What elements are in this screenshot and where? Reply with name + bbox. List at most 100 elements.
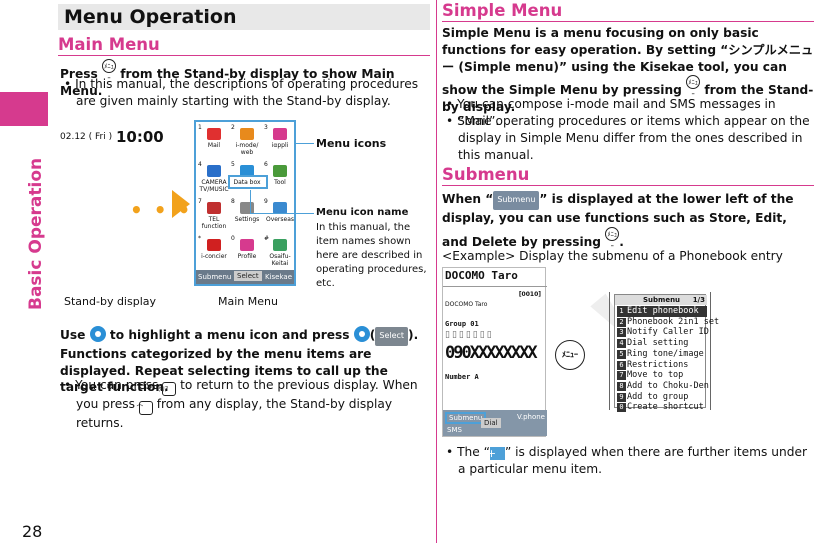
page-number: 28 — [22, 522, 43, 541]
submenu-para: When “Submenu” is displayed at the lower… — [442, 191, 794, 250]
phonebook-screen: DOCOMO Taro [0010] DOCOMO Taro Group 01 … — [442, 267, 547, 437]
clear-key-bullet: • You can press ｸﾘｱ to return to the pre… — [64, 378, 418, 430]
contact-name: DOCOMO Taro — [445, 269, 518, 282]
tile-number: 8 — [231, 198, 235, 205]
tile-label: iαppli — [271, 142, 289, 149]
label-menu-icon-name: Menu icon name — [316, 207, 409, 218]
record-number: [0010] — [518, 291, 541, 298]
softkey-kisekae: Kisekae — [264, 273, 292, 281]
standby-display: 02.12 ( Fri ) 10:00 — [60, 122, 164, 292]
tile-icon — [207, 202, 221, 214]
submenu-item-number: 7 — [617, 371, 626, 381]
standby-date: 02.12 ( Fri ) — [60, 132, 113, 142]
select-chip: Select — [375, 327, 409, 346]
tile-number: 2 — [231, 124, 235, 131]
simple-menu-para: Simple Menu is a menu focusing on only b… — [442, 26, 814, 115]
tile-number: # — [264, 235, 270, 242]
label-menu-icon-name-desc: In this manual, the item names shown her… — [316, 222, 427, 289]
contact-group: Group 01 — [445, 320, 479, 328]
tile-icon — [240, 165, 254, 177]
tile-label: i-concier — [201, 253, 227, 260]
menu-key-icon: ﾒﾆｭｰ — [101, 59, 116, 82]
menu-tile[interactable]: 2 i-mode/ web — [230, 124, 264, 158]
tile-label: Settings — [234, 216, 260, 223]
number-label: Number A — [445, 373, 479, 381]
phone-number: 090XXXXXXXX — [445, 343, 538, 363]
tile-number: 4 — [198, 161, 202, 168]
menu-tile[interactable]: *i-concier — [197, 235, 231, 269]
submenu-chip: Submenu — [493, 191, 540, 210]
submenu-item-number: 0 — [617, 403, 626, 413]
submenu-heading: Submenu — [442, 165, 814, 186]
tile-icon — [240, 239, 254, 251]
menu-tile[interactable]: 3 iαppli — [263, 124, 297, 158]
tile-icon — [207, 128, 221, 140]
tile-icon — [273, 165, 287, 177]
softkey-submenu: Submenu — [198, 273, 232, 281]
tile-icon — [273, 202, 287, 214]
submenu-item-number: 8 — [617, 381, 626, 391]
nav-key-icon — [89, 326, 106, 342]
submenu-item-number: 3 — [617, 328, 626, 338]
tile-label: Overseas — [265, 216, 295, 223]
simple-menu-bullet-1: • You can compose i-mode mail and SMS me… — [446, 97, 776, 128]
column-divider — [436, 0, 437, 543]
softkey-vphone: V.phone — [516, 413, 545, 421]
menu-tile[interactable]: #Osaifu- Keitai — [263, 235, 297, 269]
nav-key-center-icon — [353, 326, 370, 342]
submenu-item-number: 1 — [617, 307, 626, 316]
tile-number: 1 — [198, 124, 202, 131]
tile-icon — [273, 239, 287, 251]
highlight-box — [228, 175, 268, 189]
leader-line-name — [250, 213, 314, 214]
tile-label: Profile — [237, 253, 257, 260]
submenu-item-label: Move to top — [627, 370, 684, 381]
menu-key-icon-3: ﾒﾆｭｰ — [605, 226, 620, 250]
end-key-icon: ⌒ — [137, 401, 153, 415]
menu-key-large-icon: ﾒﾆｭｰ — [555, 340, 585, 370]
tile-label: Mail — [207, 142, 221, 149]
caption-main-menu: Main Menu — [218, 295, 278, 308]
submenu-item-label: Edit phonebook — [627, 306, 699, 316]
plus-bullet: • The “+” is displayed when there are fu… — [446, 445, 807, 476]
tile-label: i-mode/ web — [235, 142, 259, 156]
simple-menu-heading: Simple Menu — [442, 1, 814, 22]
tile-number: 7 — [198, 198, 202, 205]
main-menu-instruction: Press ﾒﾆｭｰ from the Stand-by display to … — [60, 59, 432, 100]
submenu-title: Submenu — [643, 296, 681, 304]
submenu-example: <Example> Display the submenu of a Phone… — [442, 249, 783, 263]
tile-icon — [207, 239, 221, 251]
standby-time: 10:00 — [116, 128, 164, 146]
submenu-page: 1/3 — [692, 296, 705, 304]
submenu-item-label: Phonebook 2in1 set — [627, 316, 720, 327]
submenu-item-number: 9 — [617, 392, 626, 402]
clear-key-icon: ｸﾘｱ — [158, 382, 177, 396]
tile-number: 3 — [264, 124, 268, 131]
submenu-item-label: Create shortcut — [627, 402, 704, 413]
arrow-icon — [172, 190, 190, 218]
submenu-item-number: 2 — [617, 317, 626, 327]
tile-number: 6 — [264, 161, 268, 168]
caption-standby: Stand-by display — [64, 295, 157, 308]
main-menu-bullet: • In this manual, the descriptions of op… — [64, 77, 419, 108]
